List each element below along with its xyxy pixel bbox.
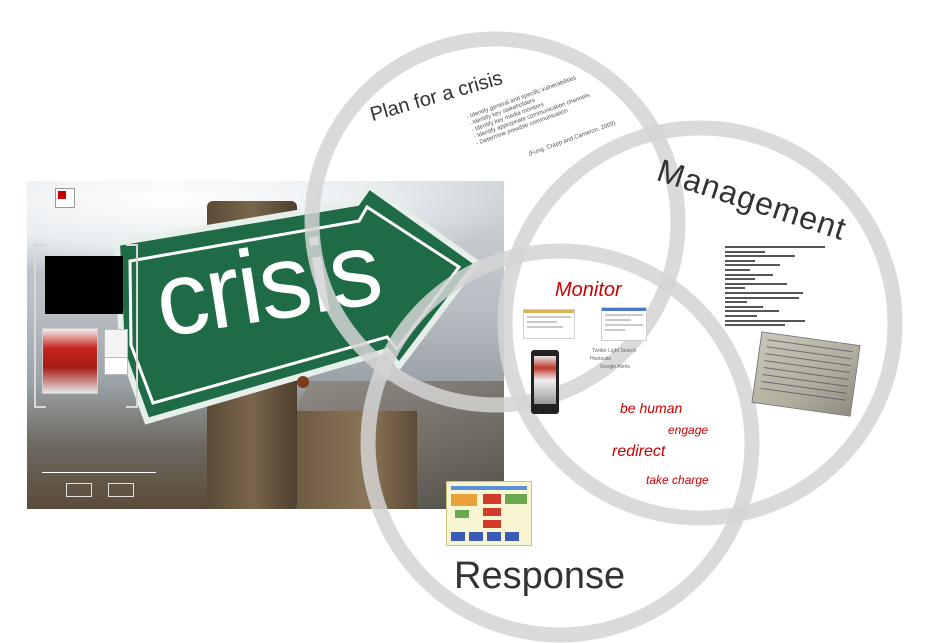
- frame-bracket-left: [34, 244, 46, 408]
- tool-label: Twitter Light Search: [592, 348, 637, 354]
- monitor-screenshot-2[interactable]: [601, 307, 647, 341]
- university-logo: [55, 188, 75, 208]
- response-tip: engage: [668, 423, 709, 437]
- nav-button-1[interactable]: [66, 483, 92, 497]
- response-tip: take charge: [646, 473, 709, 487]
- poster-thumbnail[interactable]: [42, 328, 98, 394]
- video-thumbnail[interactable]: [45, 256, 123, 314]
- phone-screenshot[interactable]: [531, 350, 559, 414]
- tool-label: Google Alerts: [600, 364, 631, 370]
- response-flowchart[interactable]: [446, 481, 532, 546]
- response-title: Response: [454, 555, 626, 597]
- frame-bracket-right: [126, 244, 138, 408]
- handwritten-notes-photo[interactable]: [751, 331, 861, 417]
- timeline-line: [42, 472, 156, 473]
- management-document[interactable]: [725, 246, 825, 329]
- tool-label: Hootsuite: [590, 356, 612, 362]
- nav-button-2[interactable]: [108, 483, 134, 497]
- crisis-sign-photo: crisis: [27, 181, 504, 509]
- card-thumbnail-2[interactable]: [104, 357, 128, 375]
- response-tip: be human: [620, 400, 683, 416]
- monitor-screenshot-1[interactable]: [523, 309, 575, 339]
- monitor-title: Monitor: [555, 279, 622, 301]
- response-tip: redirect: [612, 443, 666, 460]
